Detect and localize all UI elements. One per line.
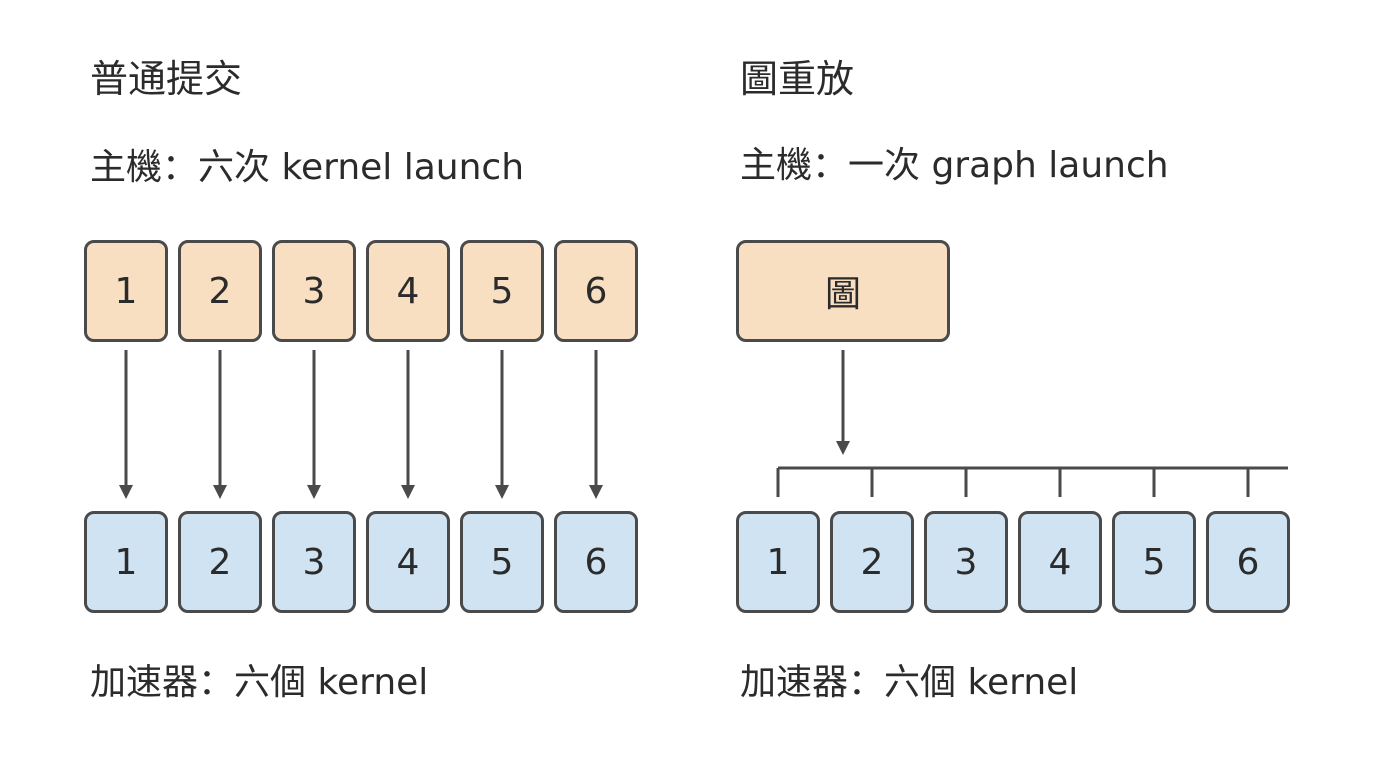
normal-host-kernel-5: 5 [460,240,544,342]
replay-device-kernel-4: 4 [1018,511,1102,613]
graph-box: 圖 [736,240,950,342]
normal-device-kernel-2: 2 [178,511,262,613]
normal-device-kernel-3: 3 [272,511,356,613]
normal-host-caption: 主機：六次 kernel launch [90,147,525,188]
normal-host-kernel-3: 3 [272,240,356,342]
normal-host-kernel-6: 6 [554,240,638,342]
normal-device-kernel-5: 5 [460,511,544,613]
replay-device-kernel-5: 5 [1112,511,1196,613]
normal-device-kernel-4: 4 [366,511,450,613]
replay-host-caption: 主機：一次 graph launch [740,145,1169,186]
normal-host-kernel-4: 4 [366,240,450,342]
normal-host-kernel-1: 1 [84,240,168,342]
normal-title: 普通提交 [90,57,243,101]
replay-device-kernel-6: 6 [1206,511,1290,613]
replay-device-kernel-3: 3 [924,511,1008,613]
replay-device-caption: 加速器：六個 kernel [740,662,1079,703]
replay-device-kernel-2: 2 [830,511,914,613]
normal-device-kernel-6: 6 [554,511,638,613]
normal-device-kernel-1: 1 [84,511,168,613]
replay-title: 圖重放 [740,57,855,101]
normal-device-caption: 加速器：六個 kernel [90,662,429,703]
replay-device-kernel-1: 1 [736,511,820,613]
normal-host-kernel-2: 2 [178,240,262,342]
